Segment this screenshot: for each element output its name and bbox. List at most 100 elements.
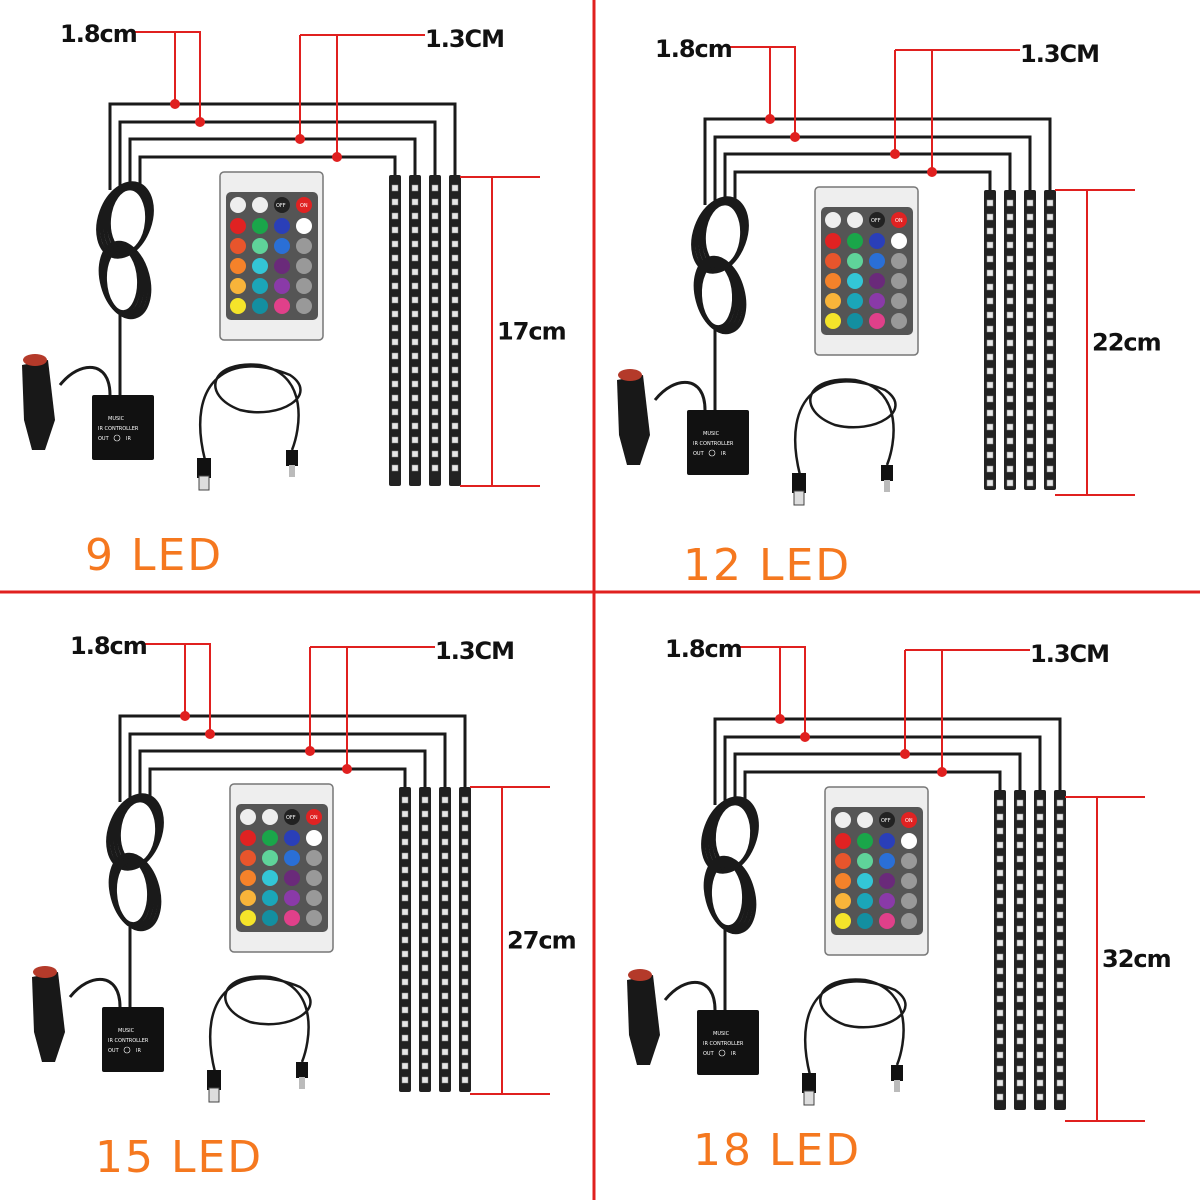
led-chip (996, 897, 1004, 905)
led-chip (1026, 381, 1034, 389)
remote-mode-button (901, 853, 917, 869)
led-chip (1036, 1051, 1044, 1059)
led-chip (421, 810, 429, 818)
dc-plug (299, 1077, 305, 1089)
led-chip (1036, 1009, 1044, 1017)
dc-connector (286, 450, 298, 466)
controller-text-ir-controller: IR CONTROLLER (98, 426, 139, 432)
led-chip (1056, 1037, 1064, 1045)
led-chip (411, 282, 419, 290)
led-chip (431, 184, 439, 192)
led-chip (441, 922, 449, 930)
led-chip (986, 311, 994, 319)
led-chip (431, 394, 439, 402)
led-chip (401, 880, 409, 888)
led-chip (391, 310, 399, 318)
length-dimension: 22cm (1055, 189, 1162, 496)
wire-bundle (118, 714, 467, 802)
led-chip (431, 212, 439, 220)
remote-color-button (869, 313, 885, 329)
led-chip (391, 324, 399, 332)
led-chip (1026, 353, 1034, 361)
led-chip (986, 423, 994, 431)
led-chip (431, 240, 439, 248)
remote-color-button (284, 850, 300, 866)
length-dimension-line (470, 786, 550, 1095)
remote-button-brightness-down (240, 809, 256, 825)
plug-body (22, 360, 55, 450)
controller-ir-sensor (718, 1049, 726, 1057)
led-chip (996, 953, 1004, 961)
led-chip (401, 796, 409, 804)
cable (663, 930, 727, 1011)
remote-label-on: ON (905, 818, 913, 824)
led-chip (421, 866, 429, 874)
led-count-label: 12 LED (683, 540, 851, 591)
led-chip (461, 992, 469, 1000)
led-chip (431, 436, 439, 444)
led-chip (461, 978, 469, 986)
led-chip (1046, 283, 1054, 291)
led-chip (391, 226, 399, 234)
remote-mode-button (901, 833, 917, 849)
led-chip (1046, 381, 1054, 389)
led-chip (1056, 855, 1064, 863)
remote-label-on: ON (310, 815, 318, 821)
led-chip (986, 255, 994, 263)
led-chip (996, 1009, 1004, 1017)
led-chip (451, 254, 459, 262)
led-chip (1046, 409, 1054, 417)
led-chip (391, 296, 399, 304)
led-chip (401, 950, 409, 958)
plug-body (32, 972, 65, 1062)
led-chip (411, 268, 419, 276)
remote-mode-button (891, 253, 907, 269)
wire (128, 137, 417, 190)
controller-ir-sensor (113, 434, 121, 442)
led-chip (996, 827, 1004, 835)
led-chip (411, 366, 419, 374)
led-chip (461, 880, 469, 888)
dc-connector (891, 1065, 903, 1081)
led-chip (1026, 213, 1034, 221)
led-chip (1006, 283, 1014, 291)
led-chip (1056, 897, 1064, 905)
remote-label-off: OFF (871, 218, 881, 224)
led-chip (391, 352, 399, 360)
led-chip (421, 1076, 429, 1084)
remote-color-button (284, 890, 300, 906)
led-chip (986, 367, 994, 375)
remote-button-brightness-up (847, 212, 863, 228)
led-chip (1016, 883, 1024, 891)
controller-ir-sensor (123, 1046, 131, 1054)
led-chip (986, 199, 994, 207)
width-label-1-8cm: 1.8cm (655, 35, 732, 63)
remote-color-button (825, 233, 841, 249)
remote-mode-button (306, 910, 322, 926)
remote-color-button (262, 850, 278, 866)
remote-mode-button (891, 233, 907, 249)
remote-button-off (274, 197, 290, 213)
led-chip (411, 352, 419, 360)
led-chip (421, 838, 429, 846)
remote-color-button (869, 273, 885, 289)
measure-dot (295, 134, 305, 144)
led-chip (1016, 827, 1024, 835)
led-chip (1046, 227, 1054, 235)
led-chip (1056, 981, 1064, 989)
led-strips (994, 790, 1066, 1110)
led-chip (996, 841, 1004, 849)
led-chip (1006, 269, 1014, 277)
led-chip (391, 408, 399, 416)
led-chip (421, 1006, 429, 1014)
wire-bundle (713, 717, 1062, 805)
plug-body (617, 375, 650, 465)
usb-wire (209, 975, 312, 1073)
cable-loop (711, 801, 755, 870)
led-chip (431, 366, 439, 374)
